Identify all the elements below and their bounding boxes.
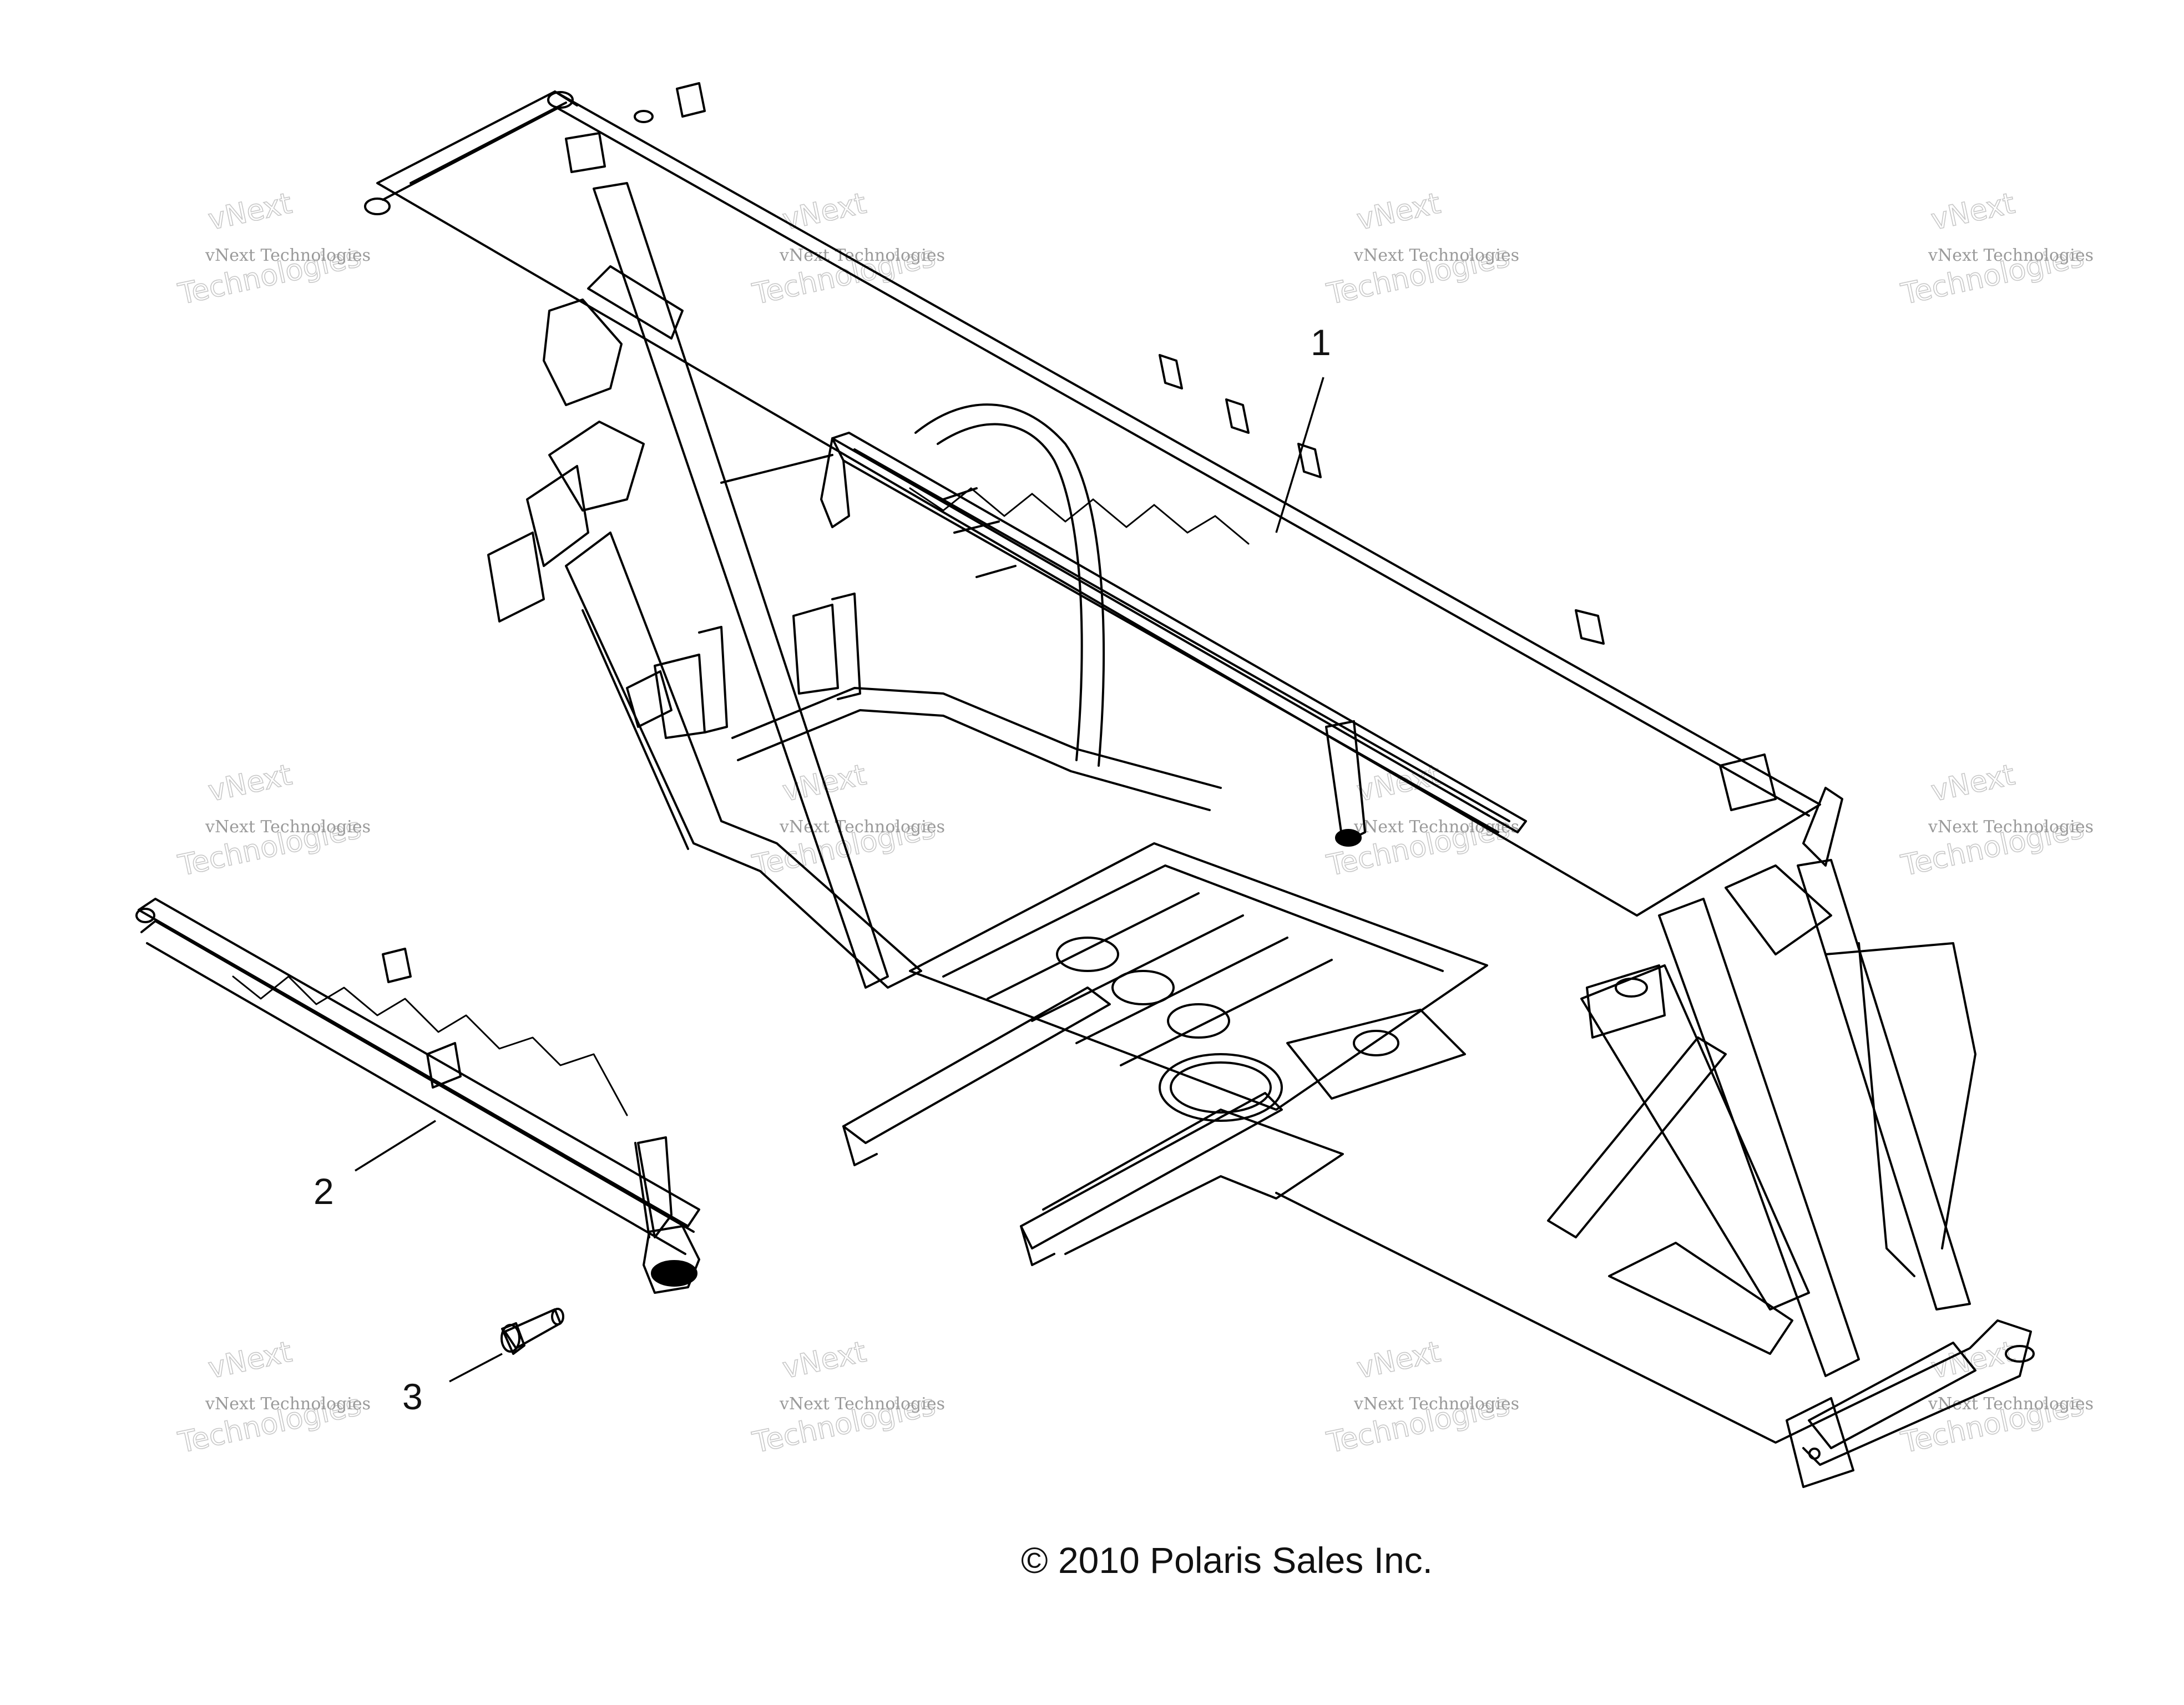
svg-text:vNext: vNext xyxy=(205,187,295,237)
leader-line-2 xyxy=(355,1120,436,1172)
main-frame-drawing xyxy=(364,82,2035,1488)
callout-leaders xyxy=(355,377,1324,1383)
callout-labels: 1 2 3 xyxy=(314,322,1331,1417)
leader-line-3 xyxy=(449,1353,503,1383)
svg-text:vNext: vNext xyxy=(205,758,295,808)
svg-text:vNext Technologies: vNext Technologies xyxy=(1353,1394,1519,1414)
svg-text:vNext: vNext xyxy=(205,1335,295,1385)
bolt-drawing xyxy=(501,1308,564,1355)
watermark: vNext Technologies vNext Technologies xyxy=(175,186,371,312)
svg-text:vNext: vNext xyxy=(1354,1335,1443,1385)
svg-text:vNext Technologies: vNext Technologies xyxy=(205,246,371,265)
svg-text:vNext Technologies: vNext Technologies xyxy=(779,817,945,837)
watermark: vNext Technologies vNext Technologies xyxy=(1898,1335,2094,1460)
watermarks: vNext Technologies vNext Technologies vN… xyxy=(175,186,2094,1460)
svg-text:vNext: vNext xyxy=(780,187,869,237)
watermark: vNext Technologies vNext Technologies xyxy=(1323,186,1519,312)
svg-text:vNext: vNext xyxy=(780,1335,869,1385)
watermark: vNext Technologies vNext Technologies xyxy=(175,758,371,883)
svg-text:vNext Technologies: vNext Technologies xyxy=(205,817,371,837)
svg-text:vNext Technologies: vNext Technologies xyxy=(1928,1394,2094,1414)
cross-tube-drawing xyxy=(135,898,700,1294)
watermark: vNext Technologies vNext Technologies xyxy=(749,186,945,312)
watermark: vNext Technologies vNext Technologies xyxy=(1323,1335,1519,1460)
svg-text:vNext Technologies: vNext Technologies xyxy=(779,1394,945,1414)
svg-text:vNext: vNext xyxy=(1928,758,2018,808)
svg-text:vNext: vNext xyxy=(1928,1335,2018,1385)
watermark: vNext Technologies vNext Technologies xyxy=(175,1335,371,1460)
svg-text:vNext: vNext xyxy=(1928,187,2018,237)
svg-text:vNext Technologies: vNext Technologies xyxy=(1353,817,1519,837)
watermark: vNext Technologies vNext Technologies xyxy=(749,758,945,883)
watermark: vNext Technologies vNext Technologies xyxy=(1898,186,2094,312)
svg-text:vNext: vNext xyxy=(1354,187,1443,237)
svg-text:vNext Technologies: vNext Technologies xyxy=(1928,246,2094,265)
leader-line-1 xyxy=(1275,377,1324,533)
watermark: vNext Technologies vNext Technologies xyxy=(749,1335,945,1460)
svg-text:vNext Technologies: vNext Technologies xyxy=(1353,246,1519,265)
svg-text:vNext Technologies: vNext Technologies xyxy=(205,1394,371,1414)
svg-text:vNext Technologies: vNext Technologies xyxy=(1928,817,2094,837)
callout-1-label: 1 xyxy=(1311,322,1331,363)
callout-2-label: 2 xyxy=(314,1171,334,1212)
copyright-text: © 2010 Polaris Sales Inc. xyxy=(1021,1540,1433,1581)
callout-3-label: 3 xyxy=(402,1376,423,1417)
watermark: vNext Technologies vNext Technologies xyxy=(1898,758,2094,883)
